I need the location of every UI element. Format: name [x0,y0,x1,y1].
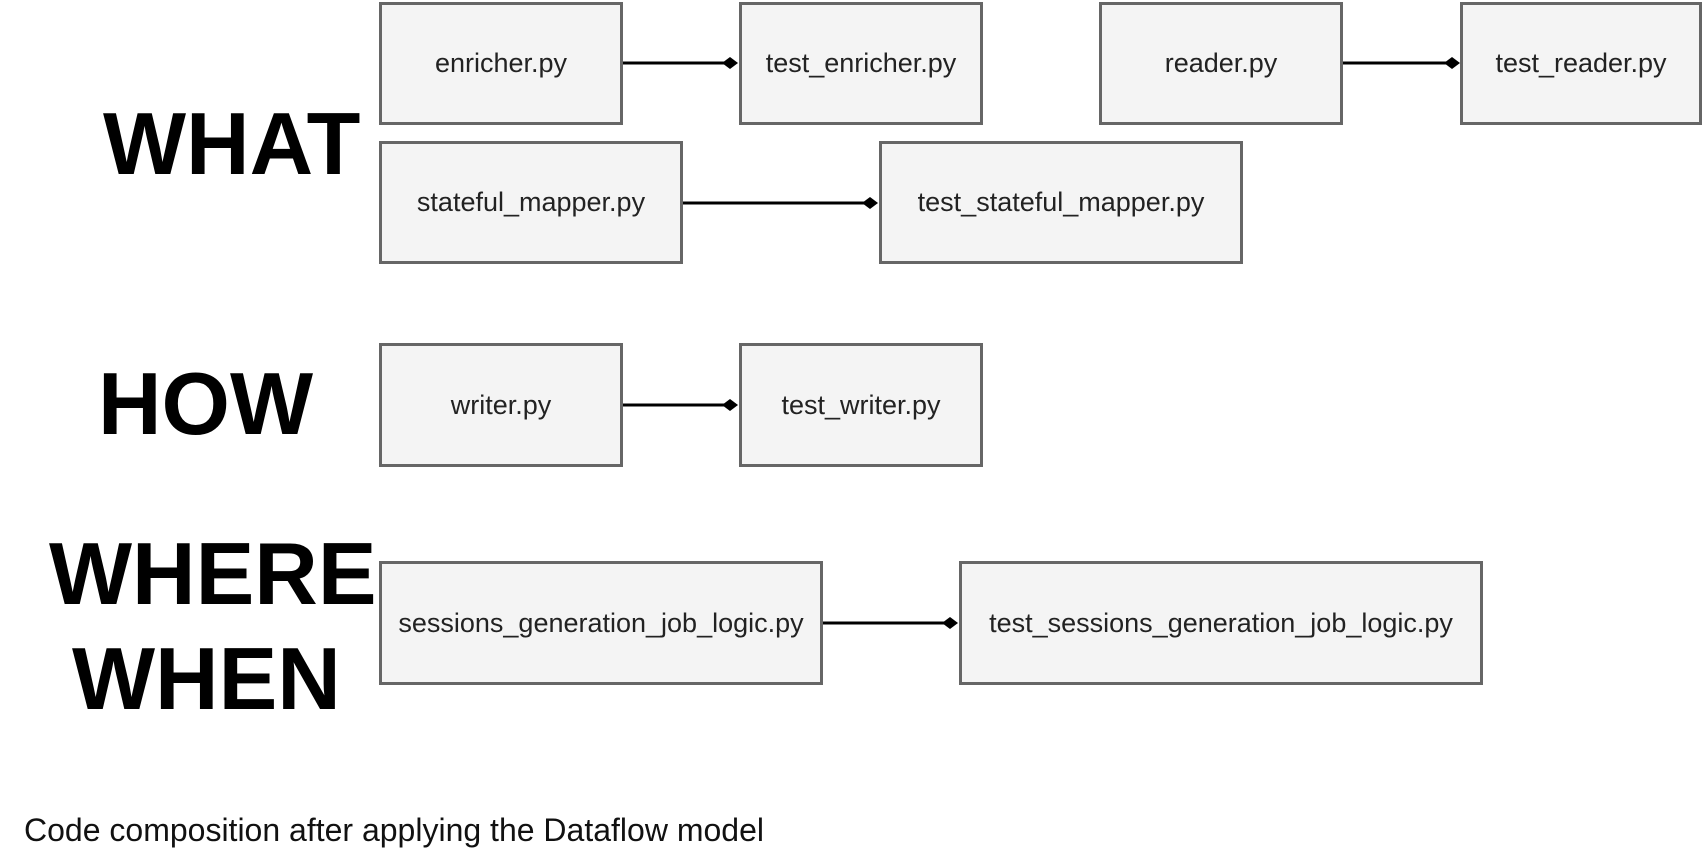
section-label-where: WHERE [49,524,377,623]
link-reader [1343,57,1460,69]
file-box-test-reader: test_reader.py [1460,2,1702,125]
figure-caption: Code composition after applying the Data… [24,812,764,848]
link-stateful-mapper [682,197,878,209]
file-box-sessions-logic: sessions_generation_job_logic.py [379,561,823,685]
file-box-test-writer: test_writer.py [739,343,983,467]
file-box-stateful-mapper: stateful_mapper.py [379,141,683,264]
file-box-reader: reader.py [1099,2,1343,125]
section-label-when: WHEN [72,629,341,728]
link-enricher [622,57,738,69]
file-box-enricher: enricher.py [379,2,623,125]
link-sessions-logic [822,617,958,629]
section-label-what: WHAT [103,94,361,193]
file-box-test-sessions-logic: test_sessions_generation_job_logic.py [959,561,1483,685]
file-box-writer: writer.py [379,343,623,467]
section-label-how: HOW [98,354,314,453]
file-box-test-enricher: test_enricher.py [739,2,983,125]
file-box-test-stateful-mapper: test_stateful_mapper.py [879,141,1243,264]
link-writer [622,399,738,411]
